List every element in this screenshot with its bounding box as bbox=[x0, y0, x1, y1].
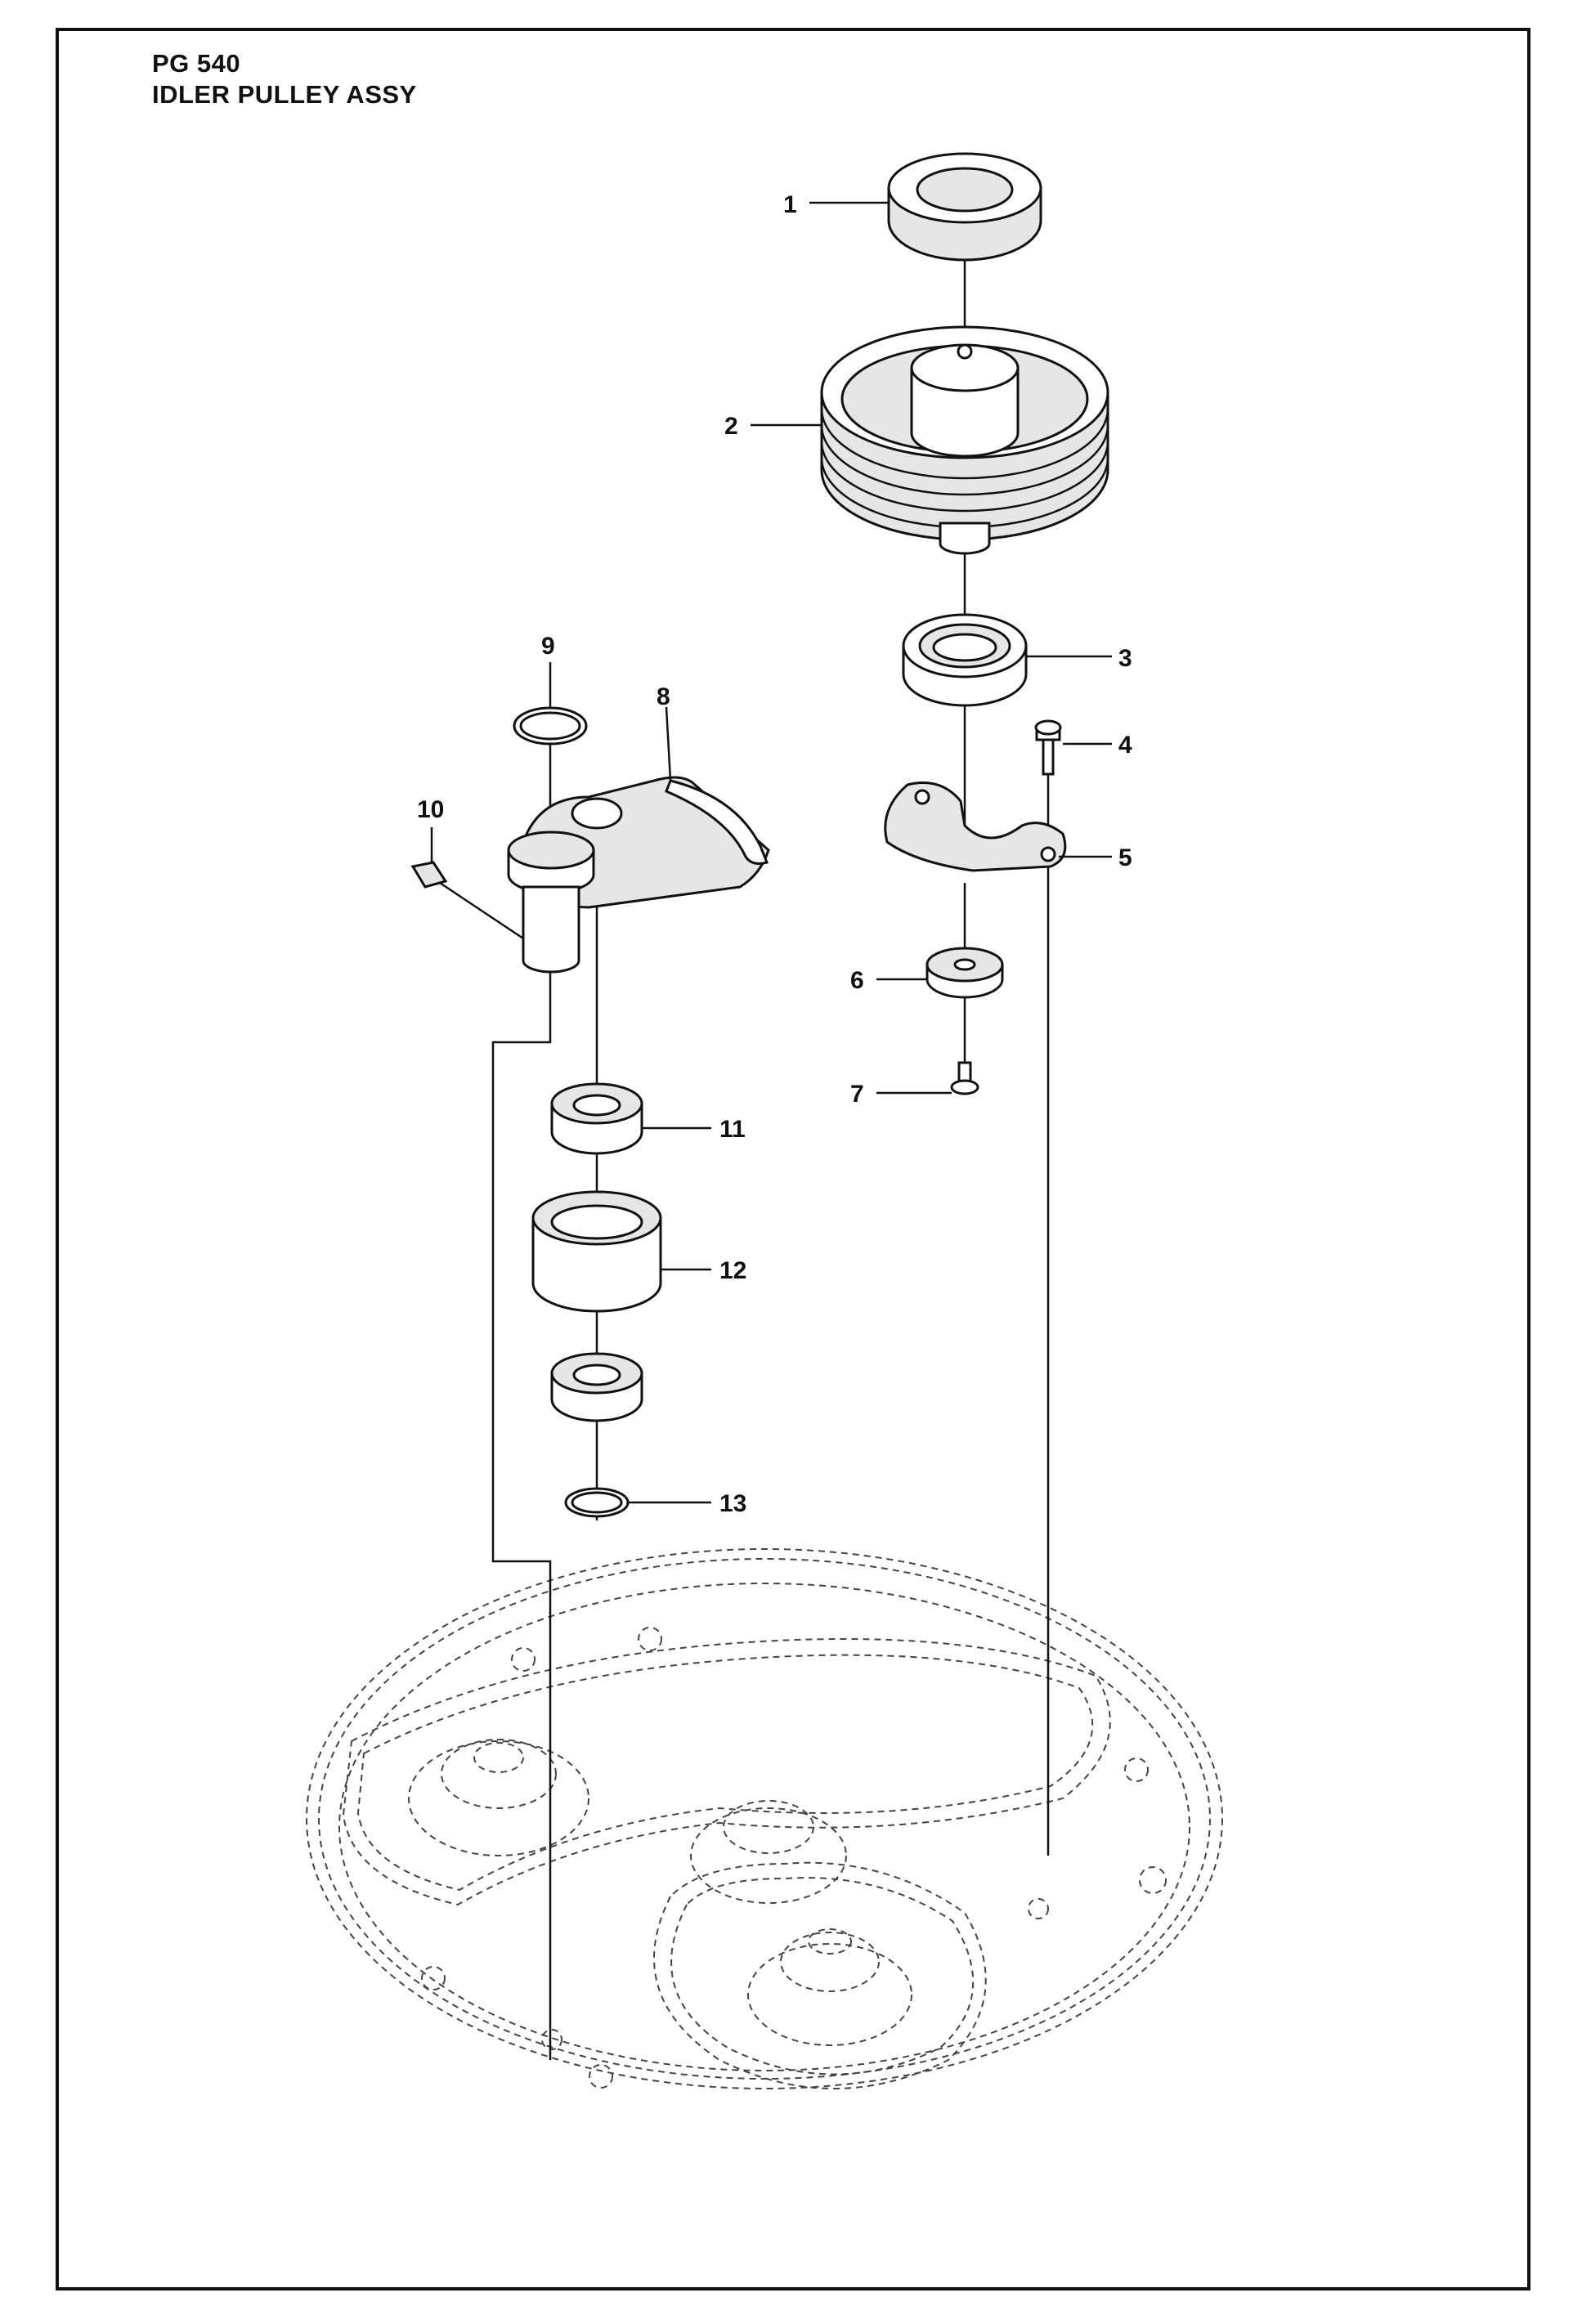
part-4-bolt bbox=[1034, 719, 1062, 776]
callout-2: 2 bbox=[724, 413, 738, 440]
callout-labels: 1 2 3 4 5 6 7 8 9 10 11 12 13 bbox=[417, 191, 1132, 1517]
part-6-washer bbox=[925, 947, 1004, 999]
base-housing bbox=[306, 1548, 1223, 2089]
callout-10: 10 bbox=[417, 796, 444, 823]
part-9-o-ring bbox=[513, 706, 588, 746]
part-3-bearing bbox=[902, 613, 1028, 707]
callout-11: 11 bbox=[719, 1116, 746, 1143]
callout-4: 4 bbox=[1118, 732, 1132, 759]
part-11-bearing bbox=[550, 1082, 643, 1155]
part-10-key bbox=[410, 861, 448, 889]
callout-13: 13 bbox=[719, 1490, 746, 1517]
part-2-pulley bbox=[820, 325, 1109, 555]
assembly-title: IDLER PULLEY ASSY bbox=[152, 80, 417, 109]
part-12-spacer bbox=[531, 1190, 662, 1313]
callout-1: 1 bbox=[783, 191, 797, 218]
drawing-frame bbox=[56, 28, 1530, 2290]
callout-5: 5 bbox=[1118, 844, 1132, 871]
lower-bearing bbox=[550, 1352, 643, 1422]
part-1-seal bbox=[887, 152, 1042, 262]
callout-7: 7 bbox=[850, 1081, 864, 1108]
part-7-screw bbox=[950, 1061, 979, 1095]
part-8-idler-arm bbox=[507, 776, 770, 974]
callout-leaders bbox=[430, 201, 1112, 1504]
part-5-bracket bbox=[884, 781, 1067, 872]
callout-8: 8 bbox=[657, 683, 670, 710]
callout-9: 9 bbox=[541, 633, 555, 660]
part-13-circlip bbox=[564, 1487, 630, 1518]
model-title: PG 540 bbox=[152, 49, 241, 78]
callout-6: 6 bbox=[850, 967, 864, 994]
callout-12: 12 bbox=[719, 1257, 746, 1284]
callout-3: 3 bbox=[1118, 645, 1132, 672]
